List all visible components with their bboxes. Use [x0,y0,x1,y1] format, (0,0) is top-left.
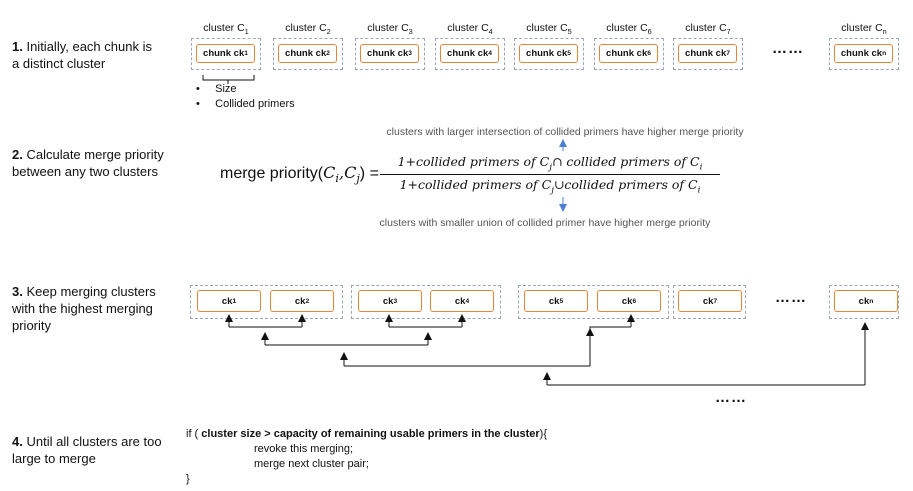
cluster-label: cluster C3 [367,22,413,37]
cluster-group-box [190,285,343,319]
note-intersection: clusters with larger intersection of col… [386,126,744,138]
formula-numerator: 1+collided primers of Cj∩ collided prime… [397,154,703,173]
merge-priority-label: merge priority(Ci,Cj) = [220,163,379,186]
cluster-group-box [518,285,669,319]
cluster-label: cluster C7 [685,22,731,37]
cluster-group-box [673,285,746,319]
cluster-label: cluster C2 [285,22,331,37]
cluster-label: cluster C1 [203,22,249,37]
code-line-4: } [186,473,190,485]
cluster-label: cluster Cn [841,22,887,37]
formula-denominator: 1+collided primers of Cj∪collided primer… [399,177,701,196]
merge-tree-ellipsis: …… [715,389,747,406]
note-union: clusters with smaller union of collided … [379,217,711,229]
fraction-bar [380,174,720,175]
cluster-label: cluster C6 [606,22,652,37]
bullet-size: • Size [196,83,237,95]
cluster-group-box [829,285,899,319]
stop-condition-code: if ( cluster size > capacity of remainin… [186,427,547,487]
code-line-3: merge next cluster pair; [254,458,369,470]
cluster-label: cluster C4 [447,22,493,37]
size-bracket [202,75,255,84]
cluster-group-box [351,285,501,319]
bullet-collided-primers: • Collided primers [196,98,295,110]
link-pair3-ck6 [589,326,631,366]
code-line-2: revoke this merging; [254,443,354,455]
row3-ellipsis: …… [775,289,807,306]
code-line-1: if ( cluster size > capacity of remainin… [186,428,547,440]
cluster-label: cluster C5 [526,22,572,37]
cluster-attributes-list: • Size • Collided primers [196,82,295,112]
row1-ellipsis: …… [772,40,804,57]
